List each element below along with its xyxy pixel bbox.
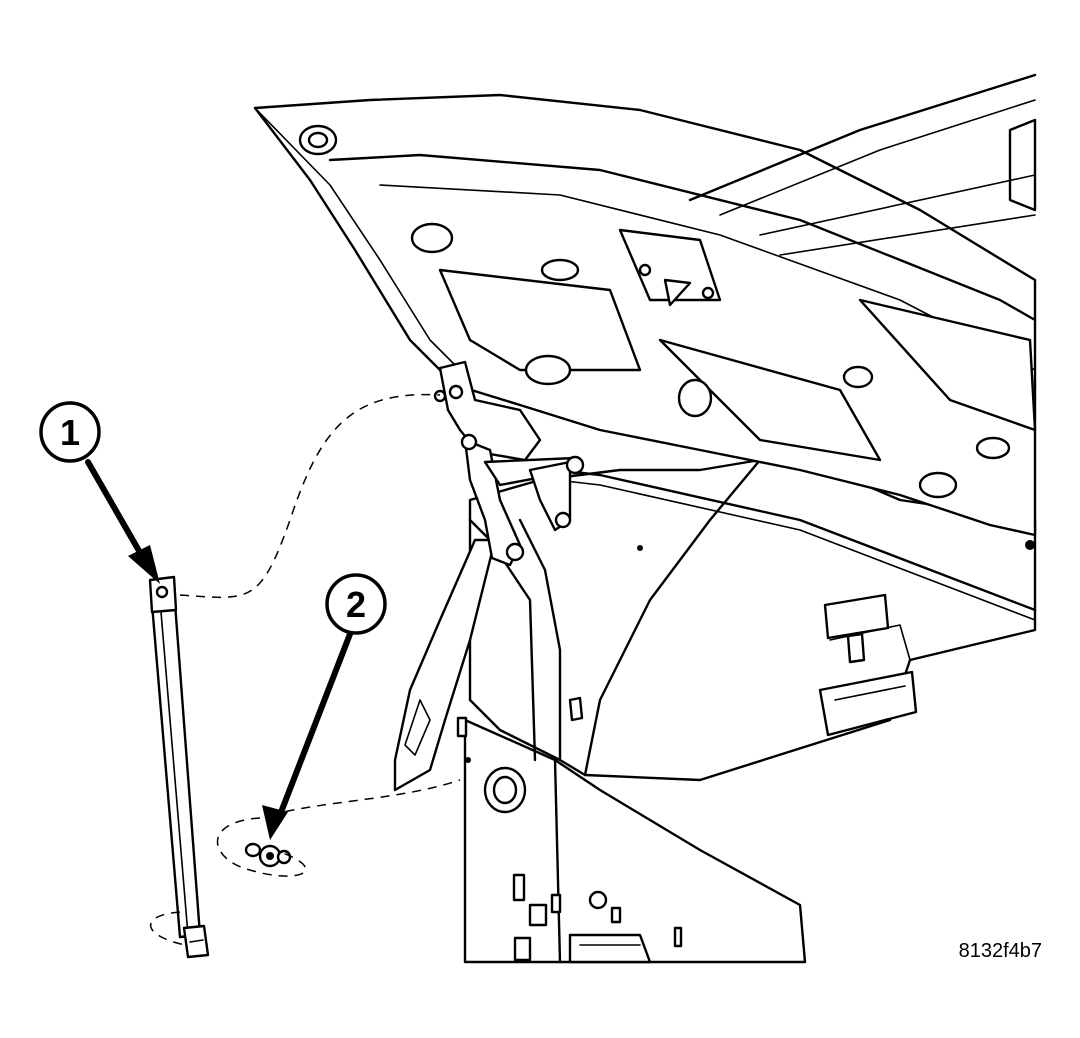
install-paths (149, 393, 461, 946)
ball-stud (244, 842, 292, 868)
liftgate (253, 93, 1037, 621)
callout-2-arrowhead (262, 805, 288, 840)
callout-1-arrowhead (128, 545, 160, 584)
callout-2: 2 (262, 573, 387, 840)
callout-2-circle (325, 573, 387, 635)
liftgate-support-strut (148, 575, 210, 959)
callout-1-circle (39, 401, 101, 463)
callout-1-label: 1 (60, 412, 80, 453)
roof-opening (688, 73, 1037, 256)
callout-2-label: 2 (346, 584, 366, 625)
callout-1: 1 (39, 401, 160, 584)
hinge-assembly (433, 360, 585, 567)
figure-code: 8132f4b7 (959, 940, 1042, 962)
vehicle-body (393, 458, 1037, 964)
